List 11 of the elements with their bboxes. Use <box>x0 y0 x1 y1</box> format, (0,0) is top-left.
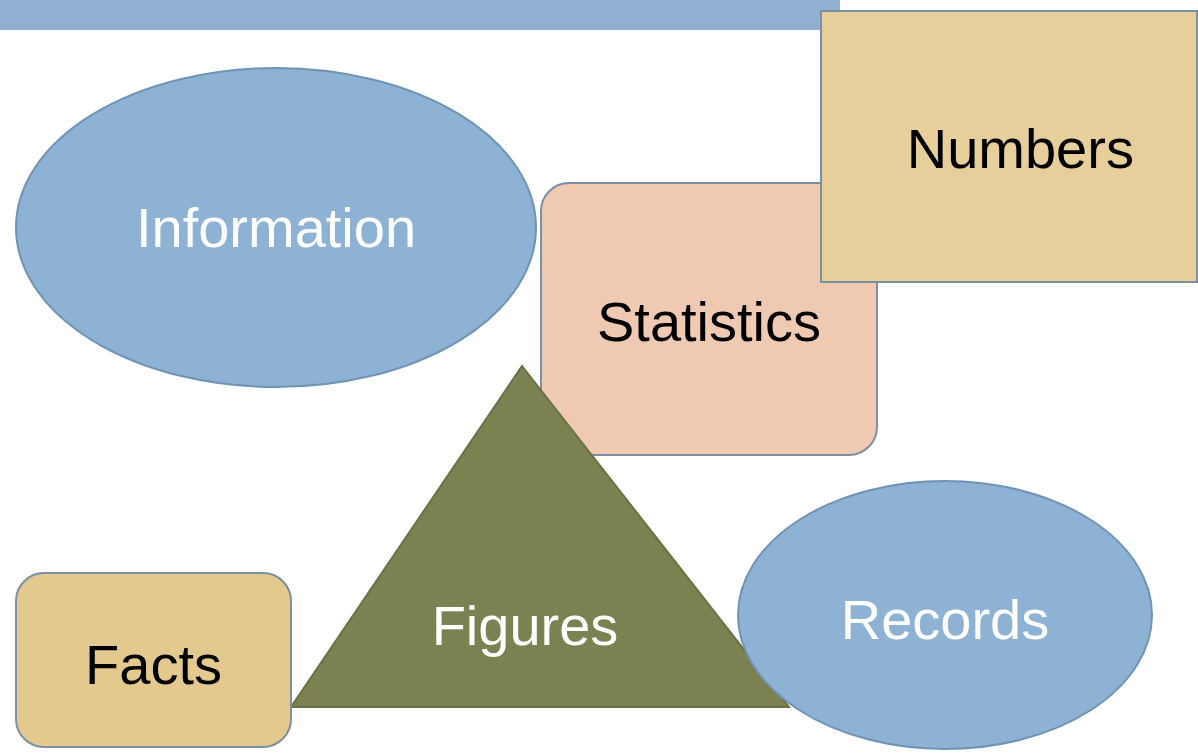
ellipse-node <box>15 67 537 388</box>
rectangle-box <box>820 10 1198 283</box>
triangle-node <box>290 365 790 708</box>
node-label: Numbers <box>906 121 1134 178</box>
rounded-box <box>540 182 878 456</box>
node-label: Facts <box>85 637 222 694</box>
node-label: Records <box>840 592 1050 649</box>
node-label: Statistics <box>596 293 822 350</box>
node-label: Information <box>135 199 417 256</box>
rounded-box <box>15 572 292 748</box>
ellipse-node <box>737 480 1153 750</box>
